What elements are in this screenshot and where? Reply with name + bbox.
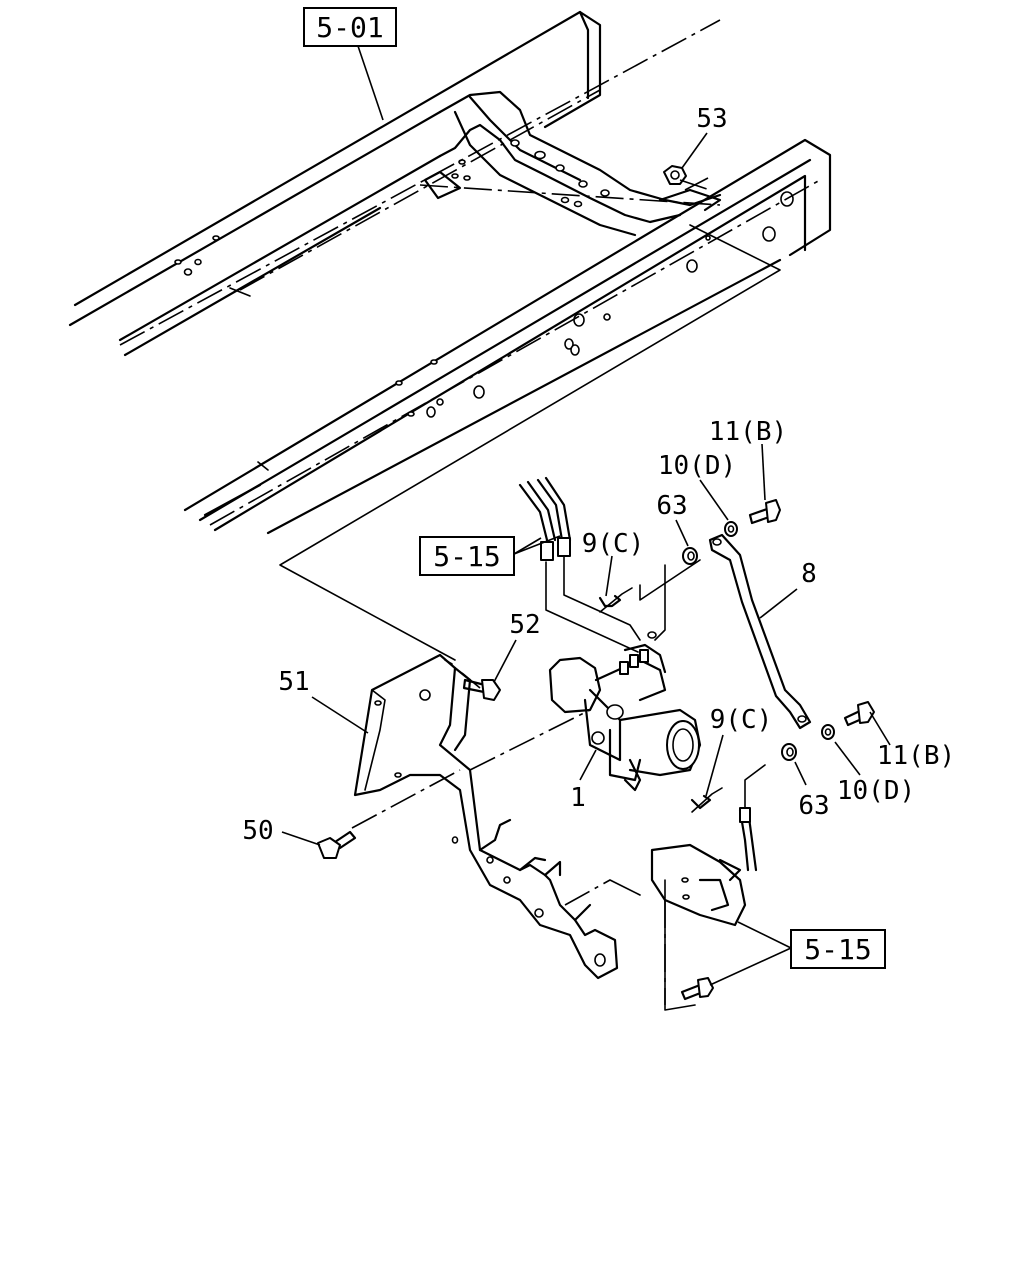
bracket-51 (353, 653, 619, 980)
pump-motor-assembly (548, 631, 702, 792)
callout-52: 52 (509, 610, 540, 640)
callout-50: 50 (242, 816, 273, 846)
clip-9c-lower (690, 787, 723, 813)
ref-box-5-01: 5-01 (303, 7, 397, 47)
ref-box-5-15-upper: 5-15 (419, 536, 515, 576)
callout-10d-upper: 10(D) (658, 451, 736, 481)
callout-8: 8 (801, 559, 817, 589)
callouts: 53 11(B) 10(D) 63 9(C) 8 52 51 1 9(C) 11… (242, 104, 955, 846)
bolt-11b-lower (821, 701, 875, 740)
clip-9c-upper (598, 587, 633, 613)
ref-label-5-15-upper: 5-15 (433, 540, 500, 573)
callout-9c-lower: 9(C) (710, 705, 773, 735)
hose-lines (518, 476, 701, 653)
bolt-11b-upper (724, 499, 781, 537)
callout-53: 53 (696, 104, 727, 134)
callout-63-upper: 63 (656, 491, 687, 521)
callout-63-lower: 63 (798, 791, 829, 821)
callout-10d-lower: 10(D) (837, 776, 915, 806)
callout-11b-lower: 11(B) (877, 741, 955, 771)
leader-lines (281, 45, 891, 986)
chassis-frame (68, 10, 832, 661)
rod-8 (708, 533, 812, 730)
nut-53 (663, 165, 711, 191)
bolt-50 (317, 830, 357, 859)
callout-1: 1 (570, 783, 586, 813)
bolt-52 (462, 678, 501, 701)
washer-63-lower (744, 743, 797, 821)
washer-63-upper (654, 547, 698, 641)
ref-label-5-15-lower: 5-15 (804, 933, 871, 966)
lower-bolt (680, 977, 714, 1001)
callout-11b-upper: 11(B) (709, 417, 787, 447)
ref-box-5-15-lower: 5-15 (790, 929, 886, 969)
callout-9c-upper: 9(C) (582, 529, 645, 559)
ref-label-5-01: 5-01 (316, 11, 383, 44)
assembly-lines (351, 672, 666, 1005)
callout-51: 51 (278, 667, 309, 697)
